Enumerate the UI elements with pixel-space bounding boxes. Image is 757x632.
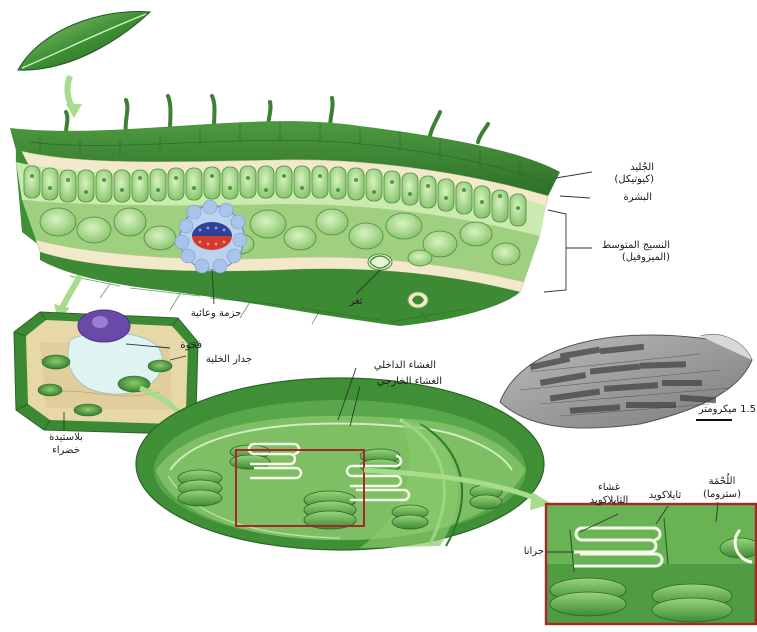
label-thylakoid-membrane-2: الثايلاكويد <box>572 495 646 507</box>
zoom-arrow-leaf <box>66 76 82 118</box>
chloroplast-3d <box>136 378 544 550</box>
label-mesophyll: النسيج المتوسط <box>574 240 670 252</box>
label-cell-wall: جدار الخلية <box>182 354 252 366</box>
label-granum: جرانا <box>500 546 544 558</box>
label-cuticle: الجُليد <box>594 162 654 174</box>
label-outer-membrane: الغشاء الخارجي <box>358 376 442 388</box>
plant-cell <box>14 310 198 434</box>
label-thylakoid-membrane-1: غشاء <box>578 482 640 494</box>
label-thylakoid: ثايلاكويد <box>638 490 692 502</box>
label-vascular-bundle: حزمة وعائية <box>180 308 252 320</box>
label-stoma: ثغر <box>336 296 376 308</box>
leaf-cross-section <box>10 96 560 326</box>
stoma-underside <box>408 292 428 308</box>
micrograph <box>496 331 757 432</box>
label-vacuole: فجوة <box>160 340 202 352</box>
label-scale-bar: 1.5 ميكرومتر <box>682 404 756 416</box>
label-chloroplast-1: بلاستيدة <box>36 432 96 444</box>
stoma <box>368 254 392 270</box>
leaf-icon <box>18 12 150 71</box>
label-stroma-alt: (ستروما) <box>694 489 750 501</box>
inset-zoom <box>546 504 757 624</box>
label-chloroplast-2: خضراء <box>36 445 96 457</box>
label-inner-membrane: الغشاء الداخلي <box>352 360 436 372</box>
label-mesophyll-alt: (الميزوفيل) <box>574 252 670 264</box>
label-epidermis: البشرة <box>592 192 652 204</box>
label-cuticle-alt: (كيوتيكل) <box>594 174 654 186</box>
label-stroma: اللُحْمَة <box>694 476 750 488</box>
